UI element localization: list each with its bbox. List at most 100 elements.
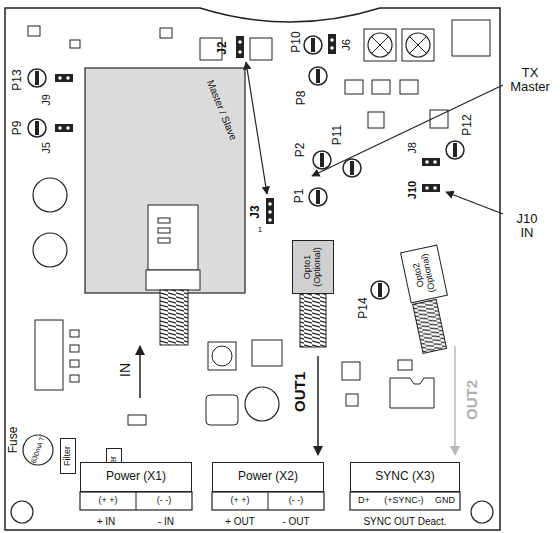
smd-part — [35, 320, 63, 390]
smd-part — [70, 345, 79, 352]
jumper — [55, 124, 73, 132]
jumper-label: J6 — [340, 39, 352, 51]
terminal-function: + OUT — [225, 516, 255, 527]
smd-part — [70, 375, 79, 382]
optocoupler: Opto1 (Optional) — [292, 240, 334, 294]
pin-label: (- -) — [289, 496, 304, 506]
trimmer-pot — [446, 141, 464, 159]
pot-label: P12 — [461, 114, 474, 135]
smd-part — [342, 362, 360, 380]
signal-direction: IN — [118, 363, 133, 377]
jumper-label: J3 — [249, 205, 262, 218]
terminal-block: Power (X1) — [80, 462, 192, 492]
master-slave-arrow — [246, 62, 267, 194]
pin-strip — [350, 492, 460, 510]
jumper — [266, 198, 274, 224]
pot-label: P11 — [331, 125, 344, 145]
terminal-function: + IN — [97, 516, 116, 527]
trimmer-pot — [371, 281, 389, 299]
radio-module — [85, 68, 245, 293]
module-connector — [148, 205, 198, 270]
jumper — [328, 34, 336, 54]
potentiometer — [402, 29, 434, 61]
smd-part — [70, 330, 79, 337]
smd-part — [400, 80, 418, 94]
pot-label: P13 — [11, 69, 24, 90]
terminal-function: SYNC OUT Deact. — [363, 516, 446, 527]
part-name: Opto2 (Optional) — [409, 248, 438, 299]
pin-label: (+ +) — [230, 496, 249, 506]
mounting-hole — [11, 501, 33, 523]
trimmer-pot — [28, 119, 46, 137]
jumper — [55, 74, 73, 82]
capacitor — [245, 387, 279, 421]
terminal-function: - OUT — [282, 516, 309, 527]
part-name: Power (X2) — [238, 470, 298, 483]
callout-leader — [446, 192, 503, 214]
pin-label: GND — [435, 496, 455, 506]
jumper-label: J8 — [406, 142, 418, 154]
direction-arrow — [317, 356, 319, 455]
trimmer-pot — [343, 159, 361, 177]
direction-arrow — [454, 346, 456, 455]
smd-part — [372, 80, 390, 94]
terminal-block: Power (X2) — [212, 462, 324, 492]
fuse-label: Fuse — [7, 427, 20, 454]
terminal-block: SYNC (X3) — [350, 462, 460, 492]
mounting-hole — [33, 233, 67, 267]
part-name: Filter — [63, 446, 73, 466]
pin-label: D+ — [358, 496, 370, 506]
smd-part — [70, 360, 79, 367]
part-name: SYNC (X3) — [375, 470, 434, 483]
jumper-label: J10 — [406, 181, 418, 199]
board-outline — [5, 8, 500, 530]
smd-part — [250, 38, 272, 60]
pot-label: P10 — [290, 31, 303, 52]
connector-pin — [158, 228, 170, 233]
opto-cable — [300, 292, 326, 347]
pin-strip — [80, 492, 192, 510]
fuse-body — [23, 435, 53, 465]
smd-part — [368, 112, 384, 128]
callout-leader — [312, 85, 503, 176]
antenna-base — [146, 270, 200, 290]
mounting-hole — [33, 178, 67, 212]
smd-part — [398, 360, 412, 370]
smd-part — [70, 40, 80, 48]
ic-chip — [390, 378, 434, 408]
smd-part — [452, 20, 490, 56]
pin-number: 1 — [258, 226, 262, 235]
pot-label: P14 — [357, 297, 370, 318]
jumper-label: J2 — [216, 41, 229, 54]
opto-cable — [413, 299, 447, 353]
trimmer-pot — [313, 151, 331, 169]
jumper — [236, 36, 244, 58]
trimmer-pot — [309, 67, 327, 85]
push-button — [208, 342, 236, 370]
trimmer-pot — [304, 36, 322, 54]
potentiometer — [364, 29, 396, 61]
trimmer-pot — [309, 188, 327, 206]
jumper — [422, 158, 440, 166]
pin-label: (+ +) — [98, 496, 117, 506]
pin-label: (+SYNC-) — [384, 496, 423, 506]
callout-text: TX Master — [505, 66, 555, 95]
jumper-label: J9 — [40, 94, 52, 106]
antenna-spring — [160, 290, 188, 345]
jumper-label: J5 — [40, 142, 52, 154]
connector-pin — [158, 218, 170, 223]
signal-direction: OUT1 — [292, 372, 309, 412]
terminal-function: - IN — [158, 516, 174, 527]
jumper — [422, 184, 440, 192]
part-name: Opto1 (Optional) — [303, 243, 323, 291]
pin-strip — [212, 492, 324, 510]
filter-box: Filter — [60, 438, 76, 474]
mounting-hole — [471, 501, 493, 523]
pin-label: (- -) — [157, 496, 172, 506]
inductor — [252, 340, 282, 366]
inductor — [206, 395, 238, 425]
pot-label: P8 — [295, 91, 308, 106]
